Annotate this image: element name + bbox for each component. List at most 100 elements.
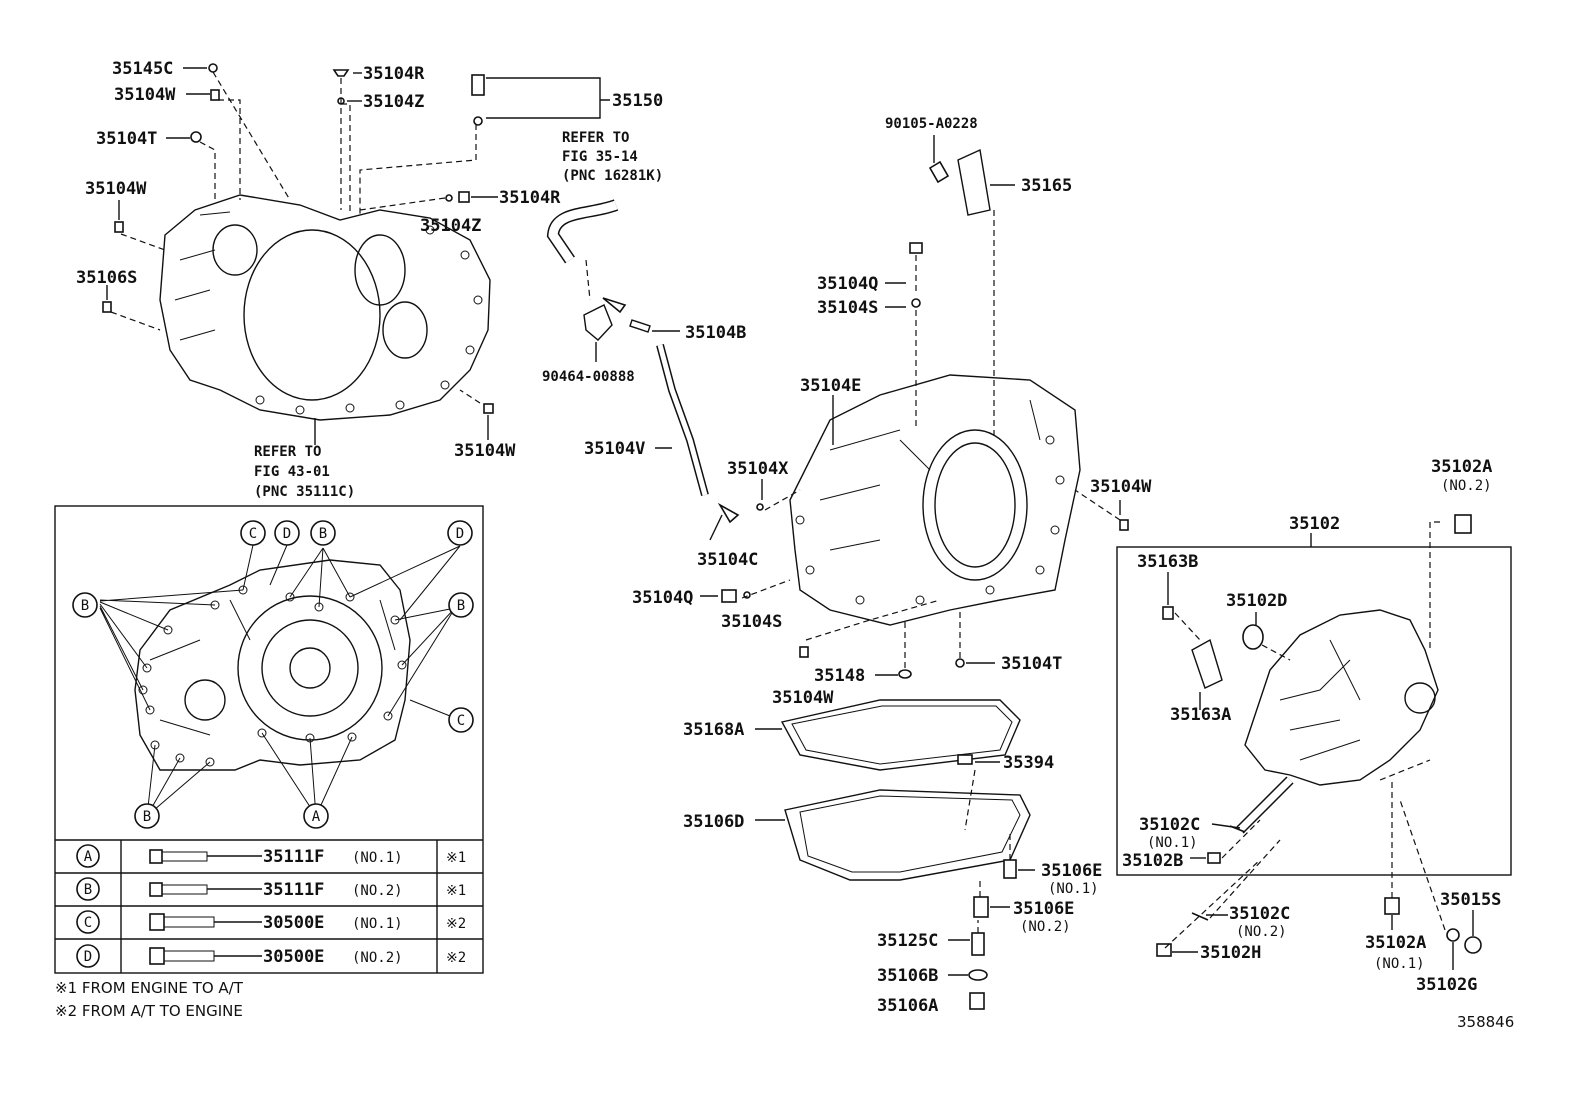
inset-callouts: C D B D B B C B A: [72, 520, 474, 829]
label-35102A-b: 35102A: [1365, 933, 1426, 953]
callout-B-right: [448, 592, 474, 618]
svg-text:※1: ※1: [446, 850, 466, 866]
svg-text:(NO.2): (NO.2): [352, 883, 403, 899]
svg-text:D: D: [283, 526, 291, 542]
callout-B-top: [310, 520, 336, 546]
bolt-row-A: A 35111F (NO.1) ※1: [76, 844, 466, 868]
callout-C-top: [240, 520, 266, 546]
svg-text:B: B: [81, 598, 89, 614]
bolt-inset: [54, 505, 484, 974]
svg-text:FIG 43-01: FIG 43-01: [254, 464, 330, 480]
svg-text:35111F: 35111F: [263, 880, 324, 900]
label-35106S: 35106S: [76, 268, 137, 288]
label-35148: 35148: [814, 666, 865, 686]
label-35104S-b: 35104S: [721, 612, 782, 632]
label-35106B: 35106B: [877, 966, 938, 986]
svg-text:A: A: [312, 809, 321, 825]
label-35106E-b: 35106E: [1013, 899, 1074, 919]
label-35102B: 35102B: [1122, 851, 1183, 871]
label-35102C-b-no: (NO.2): [1236, 924, 1287, 940]
label-35106D: 35106D: [683, 812, 744, 832]
svg-text:REFER TO: REFER TO: [254, 444, 321, 460]
callout-C-right: [448, 707, 474, 733]
callout-B-bottom: [134, 803, 160, 829]
label-35163B: 35163B: [1137, 552, 1198, 572]
svg-text:30500E: 30500E: [263, 913, 324, 933]
label-35106E-b-no: (NO.2): [1020, 919, 1071, 935]
bolt-row-C: C 30500E (NO.1) ※2: [76, 910, 466, 934]
reference-fig-43-01: REFER TO FIG 43-01 (PNC 35111C): [254, 444, 355, 500]
label-35104V: 35104V: [584, 439, 645, 459]
svg-text:(PNC 16281K): (PNC 16281K): [562, 168, 663, 184]
callout-B-left: [72, 592, 98, 618]
extension-housing-group: [1116, 514, 1512, 957]
callout-A-bottom: [303, 803, 329, 829]
label-35104T-a: 35104T: [96, 129, 157, 149]
small-parts-center: [717, 148, 1129, 1010]
label-35104W-d: 35104W: [1090, 477, 1152, 497]
reference-fig-35-14: REFER TO FIG 35-14 (PNC 16281K): [562, 130, 663, 184]
label-35145C: 35145C: [112, 59, 173, 79]
transaxle-housing-upper: [159, 194, 491, 421]
label-35394: 35394: [1003, 753, 1054, 773]
leader-lines-right: [1164, 521, 1474, 970]
leader-lines-top-left: [106, 67, 723, 541]
callout-D-top: [274, 520, 300, 546]
bolt-row-D: D 30500E (NO.2) ※2: [76, 944, 466, 968]
label-35150: 35150: [612, 91, 663, 111]
label-35102G: 35102G: [1416, 975, 1477, 995]
label-35104Z-a: 35104Z: [363, 92, 424, 112]
svg-text:C: C: [457, 713, 465, 729]
svg-text:D: D: [456, 526, 464, 542]
svg-text:D: D: [84, 949, 92, 965]
label-90464-00888: 90464-00888: [542, 369, 635, 385]
svg-text:35111F: 35111F: [263, 847, 324, 867]
label-35104X: 35104X: [727, 459, 789, 479]
label-35104Z-b: 35104Z: [420, 216, 481, 236]
label-35104R-a: 35104R: [363, 64, 425, 84]
label-90105-A0228: 90105-A0228: [885, 116, 978, 132]
label-35104W-c: 35104W: [454, 441, 516, 461]
svg-text:B: B: [319, 526, 327, 542]
svg-text:30500E: 30500E: [263, 947, 324, 967]
label-35106E-a: 35106E: [1041, 861, 1102, 881]
label-35104T-b: 35104T: [1001, 654, 1062, 674]
label-35102C-b: 35102C: [1229, 904, 1290, 924]
label-35104C: 35104C: [697, 550, 758, 570]
svg-text:(NO.1): (NO.1): [352, 916, 403, 932]
small-parts-top-left: [102, 63, 709, 497]
diagram-id: 358846: [1457, 1013, 1514, 1031]
label-35104Q-a: 35104Q: [817, 274, 878, 294]
label-35106E-a-no: (NO.1): [1048, 881, 1099, 897]
svg-text:C: C: [249, 526, 257, 542]
label-35102C-a-no: (NO.1): [1147, 835, 1198, 851]
label-35104W-b: 35104W: [85, 179, 147, 199]
transaxle-case-center: [780, 374, 1081, 881]
svg-text:FIG 35-14: FIG 35-14: [562, 149, 638, 165]
label-35104W-e: 35104W: [772, 688, 834, 708]
footnote-2: ※2 FROM A/T TO ENGINE: [55, 1002, 243, 1020]
svg-text:REFER TO: REFER TO: [562, 130, 629, 146]
label-35102A-b-no: (NO.1): [1374, 956, 1425, 972]
label-35102C-a: 35102C: [1139, 815, 1200, 835]
svg-text:※1: ※1: [446, 883, 466, 899]
svg-text:※2: ※2: [446, 950, 466, 966]
label-35104Q-b: 35104Q: [632, 588, 693, 608]
label-35163A: 35163A: [1170, 705, 1231, 725]
label-35106A: 35106A: [877, 996, 938, 1016]
label-35104S-a: 35104S: [817, 298, 878, 318]
label-35102A-a-no: (NO.2): [1441, 478, 1492, 494]
label-35104W-a: 35104W: [114, 85, 176, 105]
svg-text:※2: ※2: [446, 916, 466, 932]
svg-text:B: B: [457, 598, 465, 614]
svg-text:(NO.1): (NO.1): [352, 850, 403, 866]
label-35104R-b: 35104R: [499, 188, 561, 208]
bolt-row-B: B 35111F (NO.2) ※1: [76, 877, 466, 901]
svg-text:C: C: [84, 915, 92, 931]
label-35125C: 35125C: [877, 931, 938, 951]
svg-text:B: B: [143, 809, 151, 825]
label-35168A: 35168A: [683, 720, 744, 740]
label-35102: 35102: [1289, 514, 1340, 534]
footnote-1: ※1 FROM ENGINE TO A/T: [55, 979, 244, 997]
